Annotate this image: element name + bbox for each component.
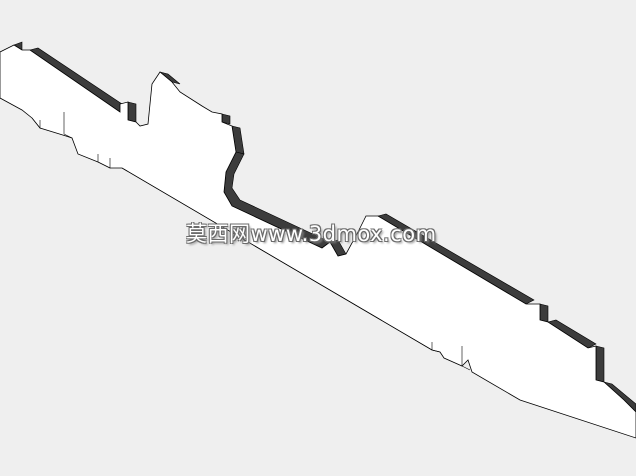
watermark-text: 莫西网www.3dmox.com: [186, 222, 437, 246]
side-face-right-step: [595, 345, 605, 383]
detail-line-bottom-edge: [121, 167, 433, 351]
side-face-tab-mid: [127, 101, 137, 123]
detail-line-left-tab: [63, 112, 73, 139]
detail-line-right-tab: [461, 346, 471, 371]
detail-line-mid-tab: [97, 154, 111, 169]
side-face-tab-right: [539, 303, 549, 323]
part-top-face: [0, 44, 636, 439]
detail-line-left-notch: [31, 117, 41, 129]
part-detail-lines: [31, 112, 471, 371]
